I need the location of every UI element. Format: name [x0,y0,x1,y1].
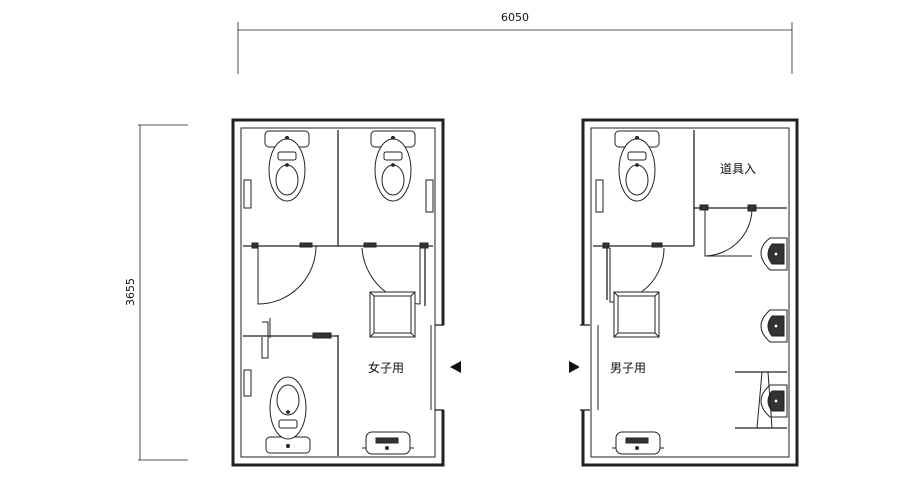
womens-restroom: 女子用 [231,118,448,467]
width-dimension-label: 6050 [501,11,529,24]
toilet-icon [264,130,310,202]
womens-room-label: 女子用 [368,360,404,375]
toilet-icon [370,130,416,202]
storage-room-label: 道具入 [720,162,756,176]
urinal-icon [760,384,788,418]
toilet-icon [614,130,660,202]
trash-bin-icon [613,291,660,338]
triangle-left-icon [450,361,461,373]
mens-restroom: 男子用 道具入 [579,118,799,467]
triangle-right-icon [569,361,580,373]
sink-icon [612,431,664,455]
urinal-icon [760,237,788,271]
width-dimension: 6050 [237,11,793,74]
urinal-icon [760,309,788,343]
sink-icon [362,431,414,455]
height-dimension-label: 3655 [124,278,137,306]
trash-bin-icon [369,291,416,338]
mens-room-label: 男子用 [610,361,646,375]
toilet-icon [265,376,311,454]
height-dimension: 3655 [124,124,188,461]
